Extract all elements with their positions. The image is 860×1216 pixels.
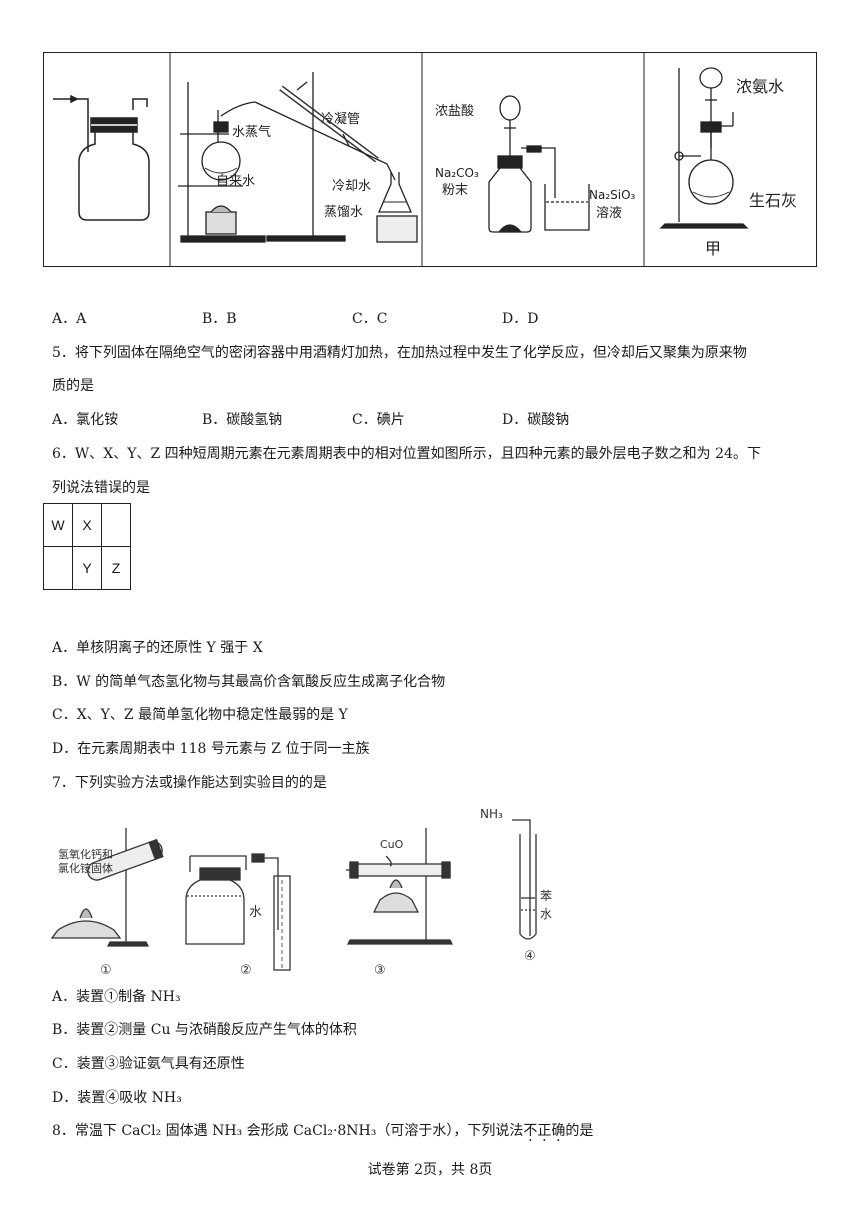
cell-empty — [101, 503, 131, 547]
cell-empty — [43, 546, 73, 590]
fig1-number: ① — [100, 963, 112, 978]
fig1-nh3-preparation — [50, 828, 164, 947]
fig4-benzene-label: 苯 — [540, 889, 552, 903]
label-tap-water: 自来水 — [216, 174, 255, 189]
q7-option-c[interactable]: C．装置③验证氨气具有还原性 — [52, 1056, 245, 1072]
q5-option-c[interactable]: C．碘片 — [352, 412, 405, 428]
q8-emphasis-2: 正 — [537, 1123, 551, 1139]
q5-option-d[interactable]: D．碳酸钠 — [502, 412, 570, 428]
q6-stem-line2: 列说法错误的是 — [52, 480, 150, 496]
panel-c-acid-comparison — [488, 95, 590, 233]
q4-option-d[interactable]: D．D — [502, 311, 539, 327]
label-jia: 甲 — [705, 239, 721, 258]
cell-w: W — [43, 503, 73, 547]
q5-stem-line2: 质的是 — [52, 378, 94, 394]
q7-option-b[interactable]: B．装置②测量 Cu 与浓硝酸反应产生气体的体积 — [52, 1022, 357, 1038]
q8-stem-a: 8．常温下 CaCl₂ 固体遇 NH₃ 会形成 CaCl₂·8NH₃（可溶于水）… — [52, 1123, 524, 1139]
panel-a-gas-bottle — [53, 94, 150, 221]
q4-option-b[interactable]: B．B — [202, 311, 237, 327]
label-na2sio3: Na₂SiO₃ — [589, 188, 636, 202]
label-cooling-water: 冷却水 — [332, 179, 371, 194]
q4-option-a[interactable]: A．A — [52, 311, 87, 327]
q5-option-a[interactable]: A．氯化铵 — [52, 412, 119, 428]
fig3-cuo-reduction — [346, 828, 454, 945]
fig4-nh3-label: NH₃ — [480, 807, 503, 821]
fig4-water-label: 水 — [540, 907, 552, 921]
periodic-position-table: W X Y Z — [43, 503, 131, 590]
fig2-water-label: 水 — [249, 905, 262, 920]
label-distilled-water: 蒸馏水 — [324, 205, 363, 220]
panel-b-distillation — [178, 72, 418, 243]
fig3-number: ③ — [374, 963, 386, 978]
q5-option-b[interactable]: B．碳酸氢钠 — [202, 412, 283, 428]
q8-emphasis-1: 不 — [523, 1123, 537, 1139]
label-steam: 水蒸气 — [232, 124, 271, 140]
q7-option-a[interactable]: A．装置①制备 NH₃ — [52, 989, 181, 1005]
q6-option-b[interactable]: B．W 的简单气态氢化物与其最高价含氧酸反应生成离子化合物 — [52, 674, 446, 690]
fig2-number: ② — [240, 963, 252, 978]
panel-d-ammonia-generator — [659, 67, 749, 229]
fig4-nh3-absorption — [512, 819, 537, 940]
label-powder: 粉末 — [442, 183, 468, 198]
cell-y: Y — [72, 546, 102, 590]
label-quicklime: 生石灰 — [749, 191, 797, 210]
fig3-cuo-label: CuO — [380, 838, 404, 851]
cell-z: Z — [101, 546, 131, 590]
label-na2co3: Na₂CO₃ — [435, 166, 479, 180]
q6-option-d[interactable]: D．在元素周期表中 118 号元素与 Z 位于同一主族 — [52, 741, 370, 757]
label-condenser: 冷凝管 — [321, 111, 360, 127]
label-conc-hcl: 浓盐酸 — [435, 104, 474, 119]
q6-stem-line1: 6．W、X、Y、Z 四种短周期元素在元素周期表中的相对位置如图所示，且四种元素的… — [52, 446, 761, 462]
page-footer: 试卷第 2页，共 8页 — [367, 1162, 493, 1178]
q6-option-c[interactable]: C．X、Y、Z 最简单氢化物中稳定性最弱的是 Y — [52, 707, 348, 723]
cell-x: X — [72, 503, 102, 547]
fig4-number: ④ — [524, 949, 536, 964]
q6-option-a[interactable]: A．单核阴离子的还原性 Y 强于 X — [52, 640, 263, 656]
fig1-label-line1: 氢氧化钙和 — [58, 847, 113, 861]
q8-emphasis-3: 确 — [551, 1123, 565, 1139]
q4-option-c[interactable]: C．C — [352, 311, 388, 327]
fig2-gas-volume — [185, 853, 291, 971]
q8-stem-b: 的是 — [565, 1123, 594, 1139]
q7-apparatus-figure: 氢氧化钙和 氯化铵固体 ① 水 ② CuO ③ NH₃ 苯 水 ④ — [50, 807, 552, 978]
q7-stem: 7．下列实验方法或操作能达到实验目的的是 — [52, 775, 327, 791]
q4-apparatus-figure: 水蒸气 自来水 冷凝管 冷却水 蒸馏水 浓盐酸 Na₂CO₃ 粉末 Na₂SiO… — [43, 52, 817, 267]
q7-option-d[interactable]: D．装置④吸收 NH₃ — [52, 1090, 182, 1106]
label-solution: 溶液 — [596, 206, 622, 221]
q5-stem-line1: 5．将下列固体在隔绝空气的密闭容器中用酒精灯加热，在加热过程中发生了化学反应，但… — [52, 345, 747, 361]
q8-stem: 8．常温下 CaCl₂ 固体遇 NH₃ 会形成 CaCl₂·8NH₃（可溶于水）… — [52, 1121, 593, 1141]
fig1-label-line2: 氯化铵固体 — [58, 861, 113, 875]
label-conc-ammonia: 浓氨水 — [736, 77, 784, 96]
